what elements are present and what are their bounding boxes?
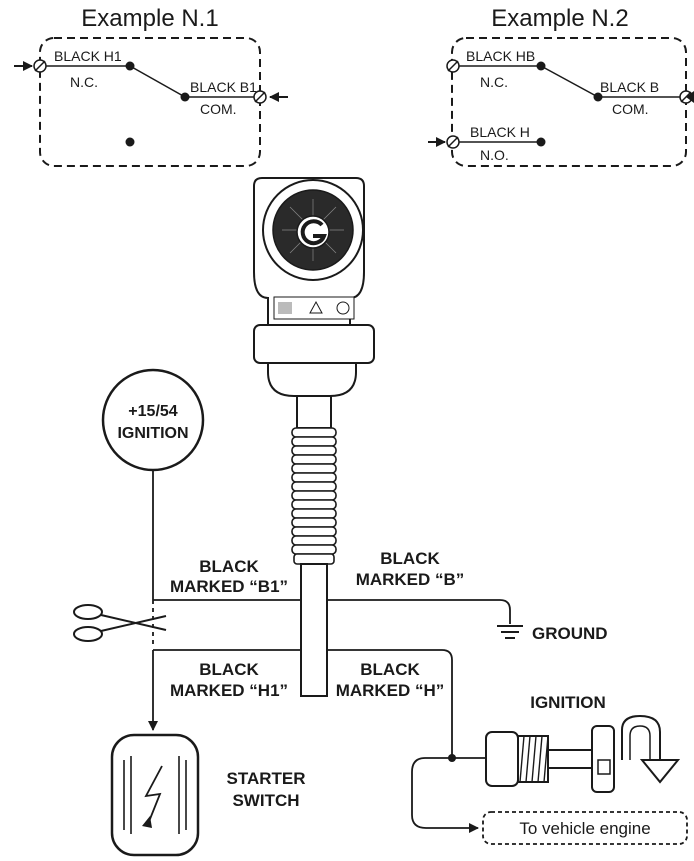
example-2-terminal-top bbox=[446, 59, 460, 73]
sensor-neck bbox=[267, 362, 357, 397]
starter-label-line1: STARTER bbox=[226, 769, 305, 788]
starter-label-line2: SWITCH bbox=[232, 791, 299, 810]
lightning-icon bbox=[144, 765, 163, 825]
vehicle-engine-label: To vehicle engine bbox=[519, 819, 650, 838]
rotate-arrow-icon bbox=[621, 714, 661, 760]
brand-logo-mark bbox=[300, 219, 327, 246]
wiring bbox=[148, 470, 511, 833]
wire-h bbox=[327, 649, 453, 758]
label-b-line2: MARKED “B” bbox=[356, 570, 465, 589]
cable-sheath bbox=[300, 563, 328, 697]
example-2-output-arrowhead bbox=[686, 91, 694, 103]
ignition-shaft bbox=[547, 749, 593, 769]
example-1-wire-top: BLACK H1 bbox=[54, 48, 122, 64]
example-1-terminal-right bbox=[253, 90, 267, 104]
example-2: Example N.2 BLACK HB N.C. BLACK B COM. bbox=[428, 5, 694, 167]
scissors-icon bbox=[73, 604, 167, 642]
ignition-key: IGNITION bbox=[485, 693, 681, 793]
label-b-line1: BLACK bbox=[380, 549, 440, 568]
starter-switch: STARTER SWITCH bbox=[110, 733, 306, 857]
sensor-device bbox=[253, 177, 375, 697]
example-1-no-contact bbox=[125, 137, 135, 147]
label-b1-line1: BLACK bbox=[199, 557, 259, 576]
example-2-wire-bottom: BLACK H bbox=[470, 124, 530, 140]
ignition-supply-circle bbox=[101, 368, 205, 472]
example-2-nc-label: N.C. bbox=[480, 74, 508, 90]
label-b1-line2: MARKED “B1” bbox=[170, 577, 288, 596]
wire-labels: BLACK MARKED “B1” BLACK MARKED “B” BLACK… bbox=[170, 549, 608, 700]
example-1-switch-blade bbox=[129, 65, 186, 98]
ground-icon bbox=[497, 625, 523, 639]
cable-gland bbox=[296, 395, 332, 429]
example-1-com-label: COM. bbox=[200, 101, 237, 117]
example-2-wire-right: BLACK B bbox=[600, 79, 659, 95]
ground-label: GROUND bbox=[532, 624, 608, 643]
label-h1-line2: MARKED “H1” bbox=[170, 681, 288, 700]
wire-to-engine bbox=[411, 757, 479, 833]
ignition-supply-line1: +15/54 bbox=[128, 403, 177, 420]
certification-icon bbox=[336, 301, 350, 315]
example-1-title: Example N.1 bbox=[81, 5, 218, 32]
sensor-collar bbox=[253, 324, 375, 364]
ignition-supply: +15/54 IGNITION bbox=[101, 368, 205, 472]
example-2-switch-blade bbox=[540, 65, 599, 98]
example-1-wire-right: BLACK B1 bbox=[190, 79, 257, 95]
label-h1-line1: BLACK bbox=[199, 660, 259, 679]
example-2-title: Example N.2 bbox=[491, 5, 628, 32]
cable-bellows bbox=[291, 427, 337, 565]
plate-code-mark bbox=[278, 302, 292, 314]
example-1: Example N.1 BLACK H1 N.C. BLACK B1 COM. bbox=[14, 5, 288, 167]
ignition-key-head bbox=[591, 725, 615, 793]
example-2-no-contact bbox=[536, 137, 546, 147]
example-1-terminal-left bbox=[33, 59, 47, 73]
ignition-barrel bbox=[485, 731, 519, 787]
wire-junction bbox=[448, 754, 456, 762]
label-h-line2: MARKED “H” bbox=[336, 681, 445, 700]
wire-b bbox=[327, 599, 511, 624]
label-h-line1: BLACK bbox=[360, 660, 420, 679]
ignition-supply-line2: IGNITION bbox=[117, 425, 188, 442]
sensor-label-plate bbox=[273, 296, 355, 320]
warning-triangle-icon bbox=[309, 300, 323, 314]
example-2-no-label: N.O. bbox=[480, 147, 509, 163]
example-2-com-label: COM. bbox=[612, 101, 649, 117]
vehicle-engine: To vehicle engine bbox=[482, 811, 688, 845]
ignition-key-label: IGNITION bbox=[530, 693, 606, 712]
example-2-terminal-bottom bbox=[446, 135, 460, 149]
example-1-nc-label: N.C. bbox=[70, 74, 98, 90]
vehicle-engine-box bbox=[482, 811, 688, 845]
example-2-wire-top: BLACK HB bbox=[466, 48, 535, 64]
